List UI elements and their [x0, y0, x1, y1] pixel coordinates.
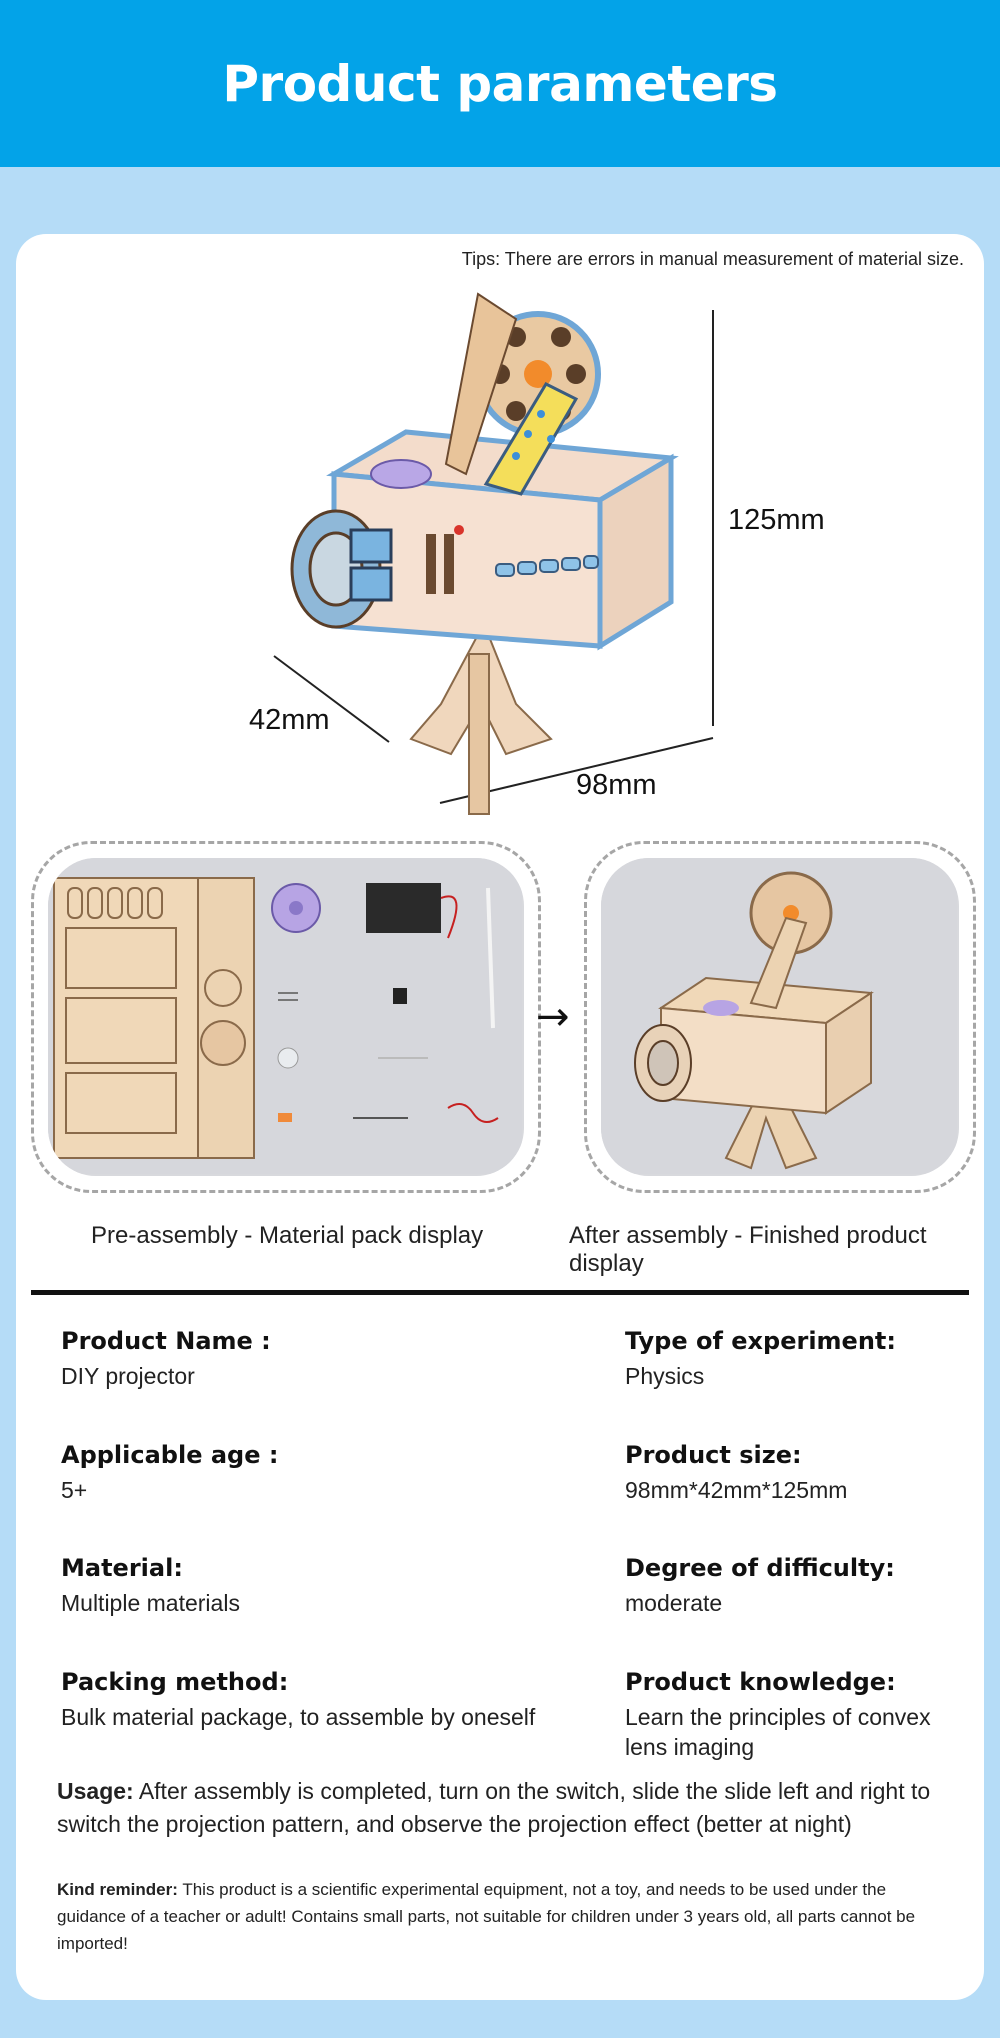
after-assembly-caption: After assembly - Finished product displa…	[569, 1222, 927, 1277]
pre-assembly-caption: Pre-assembly - Material pack display	[91, 1222, 484, 1249]
material-pack-image	[48, 858, 524, 1176]
spec-product-name: Product Name : DIY projector	[61, 1327, 441, 1391]
spec-label: Product Name :	[61, 1327, 271, 1355]
projector-body	[326, 429, 679, 651]
spec-label: Type of experiment:	[625, 1327, 896, 1355]
spec-packing-method: Packing method: Bulk material package, t…	[61, 1668, 581, 1732]
depth-dimension-line	[273, 655, 390, 743]
spec-value: 98mm*42mm*125mm	[625, 1477, 848, 1503]
depth-label: 42mm	[249, 704, 330, 736]
tips-note: Tips: There are errors in manual measure…	[461, 249, 964, 269]
product-card: Tips: There are errors in manual measure…	[16, 234, 984, 2000]
spec-value: 5+	[61, 1477, 88, 1503]
usage-label: Usage:	[57, 1778, 134, 1804]
spec-label: Degree of difficulty:	[625, 1554, 895, 1582]
reminder-label: Kind reminder:	[57, 1880, 178, 1899]
spec-label: Material:	[61, 1554, 183, 1582]
material-pack-photo	[31, 841, 541, 1193]
spec-label: Applicable age :	[61, 1441, 279, 1469]
spec-product-size: Product size: 98mm*42mm*125mm	[625, 1441, 1000, 1505]
page-title: Product parameters	[222, 54, 778, 113]
usage-instructions: Usage: After assembly is completed, turn…	[57, 1775, 947, 1841]
spec-label: Product knowledge:	[625, 1668, 896, 1696]
spec-applicable-age: Applicable age : 5+	[61, 1441, 441, 1505]
spec-value: Multiple materials	[61, 1590, 240, 1616]
section-divider	[31, 1290, 969, 1295]
page-header: Product parameters	[0, 0, 1000, 167]
finished-product-illustration	[601, 858, 957, 1174]
finished-product-photo	[584, 841, 976, 1193]
material-pack-illustration	[48, 858, 522, 1174]
usage-text: After assembly is completed, turn on the…	[57, 1778, 931, 1837]
spec-label: Packing method:	[61, 1668, 289, 1696]
spec-difficulty: Degree of difficulty: moderate	[625, 1554, 1000, 1618]
spec-experiment-type: Type of experiment: Physics	[625, 1327, 1000, 1391]
spec-value: Learn the principles of convex lens imag…	[625, 1704, 931, 1760]
projector-stand	[409, 628, 553, 815]
projector-illustration	[273, 292, 714, 815]
spec-value: moderate	[625, 1590, 723, 1616]
projector-lens	[290, 509, 393, 629]
finished-product-image	[601, 858, 959, 1176]
spec-label: Product size:	[625, 1441, 802, 1469]
width-label: 98mm	[576, 769, 657, 801]
projector-reel	[444, 292, 601, 496]
spec-value: Bulk material package, to assemble by on…	[61, 1704, 536, 1730]
spec-material: Material: Multiple materials	[61, 1554, 441, 1618]
spec-value: Physics	[625, 1363, 705, 1389]
spec-product-knowledge: Product knowledge: Learn the principles …	[625, 1668, 945, 1762]
arrow-icon: →	[536, 994, 570, 1040]
kind-reminder: Kind reminder: This product is a scienti…	[57, 1876, 957, 1957]
spec-value: DIY projector	[61, 1363, 195, 1389]
height-label: 125mm	[728, 504, 825, 536]
reminder-text: This product is a scientific experimenta…	[57, 1880, 916, 1953]
